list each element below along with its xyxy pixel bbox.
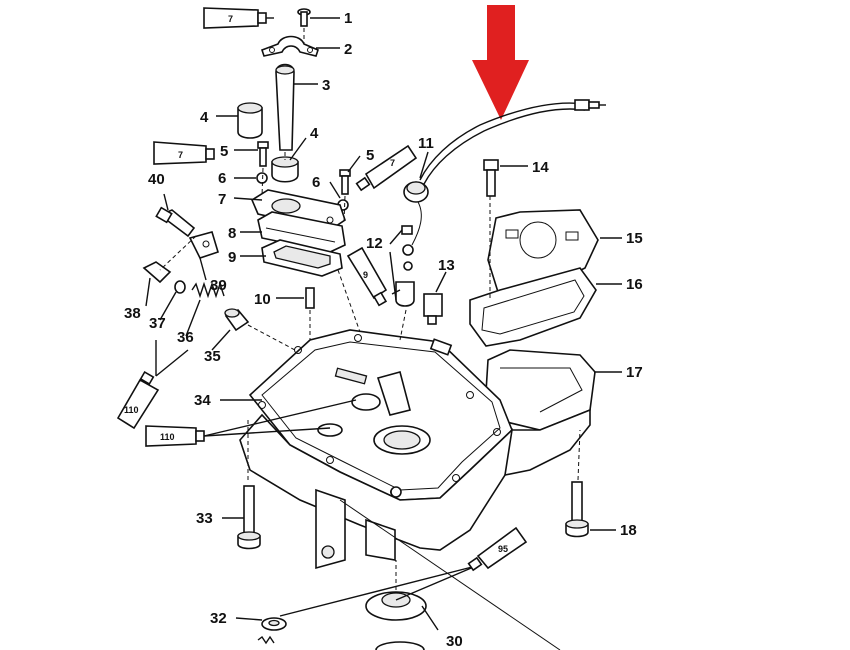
bolt-part-18 <box>565 481 589 538</box>
sealant-tube-95: 95 <box>467 526 528 572</box>
assembly-lines <box>159 28 581 650</box>
callout-6-left: 6 <box>218 170 226 187</box>
tube-label: 7 <box>390 158 395 168</box>
grommet-part-4-right <box>271 156 299 183</box>
bolt-part-5-left <box>257 141 269 167</box>
o-ring-part-37 <box>174 280 186 294</box>
tube-label: 7 <box>228 14 233 24</box>
callout-12: 12 <box>366 235 383 252</box>
callout-37: 37 <box>149 315 166 332</box>
callout-18: 18 <box>620 522 637 539</box>
callout-2: 2 <box>344 41 352 58</box>
callout-33: 33 <box>196 510 213 527</box>
washer-part-6-left <box>256 172 268 184</box>
grommet-part-4-left <box>237 102 263 139</box>
dowel-pin-part-10 <box>305 287 315 309</box>
callout-36: 36 <box>177 329 194 346</box>
callout-leaders <box>145 17 622 631</box>
callout-5-right: 5 <box>366 147 374 164</box>
callout-32: 32 <box>210 610 227 627</box>
sealant-tube-110-left: 110 <box>116 370 160 430</box>
callout-15: 15 <box>626 230 643 247</box>
callout-13: 13 <box>438 257 455 274</box>
sealant-tube-9: 9 <box>346 246 388 307</box>
sealant-tube-7-right: 7 <box>355 144 418 192</box>
callout-10: 10 <box>254 291 271 308</box>
callout-11: 11 <box>418 135 434 152</box>
washer-part-32 <box>257 617 287 645</box>
callout-39: 39 <box>210 277 227 294</box>
screw-part-1 <box>297 8 311 27</box>
tube-label: 110 <box>124 405 139 415</box>
tube-label: 110 <box>160 432 175 442</box>
bolt-part-33 <box>237 485 261 550</box>
red-pointer-arrow <box>472 5 529 120</box>
callout-14: 14 <box>532 159 549 176</box>
callout-labels: 1 2 3 4 4 5 5 6 6 7 8 9 10 11 12 13 14 1… <box>124 10 643 650</box>
callout-1: 1 <box>344 10 352 27</box>
clamp-part-2 <box>260 35 319 57</box>
callout-4-left: 4 <box>200 109 209 126</box>
fitting-part-38 <box>142 261 172 284</box>
seal-part-30 <box>365 591 427 650</box>
sealant-tube-7-left: 7 <box>153 141 215 165</box>
housing-part-8 <box>257 211 346 253</box>
cover-plate-part-7 <box>250 189 346 231</box>
callout-3: 3 <box>322 77 330 94</box>
callout-7: 7 <box>218 191 226 208</box>
main-housing <box>239 329 591 570</box>
bolt-part-5-right <box>339 169 351 195</box>
sealant-tube-7-top: 7 <box>203 7 274 29</box>
callout-40: 40 <box>148 171 165 188</box>
callout-6-right: 6 <box>312 174 320 191</box>
gasket-part-9 <box>261 239 343 277</box>
callout-30: 30 <box>446 633 463 650</box>
callout-5-left: 5 <box>220 143 228 160</box>
sensor-cable <box>403 99 606 246</box>
tube-label: 7 <box>178 150 183 160</box>
callout-16: 16 <box>626 276 643 293</box>
bracket-part-39 <box>188 231 219 259</box>
bolt-part-40 <box>155 206 196 238</box>
callout-4-right: 4 <box>310 125 319 142</box>
plunger-part-35 <box>224 308 250 332</box>
callout-9: 9 <box>228 249 236 266</box>
callout-35: 35 <box>204 348 221 365</box>
spring-part-36 <box>191 281 225 299</box>
bolt-part-14 <box>483 159 499 197</box>
sealant-tube-110-middle: 110 <box>145 425 205 447</box>
callout-34: 34 <box>194 392 211 409</box>
sensor-parts-12 <box>395 225 415 307</box>
tube-label: 9 <box>363 270 368 280</box>
callout-17: 17 <box>626 364 643 381</box>
tube-label: 95 <box>498 544 508 554</box>
callout-38: 38 <box>124 305 141 322</box>
gasket-part-16 <box>469 267 597 347</box>
callout-8: 8 <box>228 225 236 242</box>
breather-tube-part-3 <box>275 63 295 151</box>
connector-part-13 <box>423 293 443 325</box>
